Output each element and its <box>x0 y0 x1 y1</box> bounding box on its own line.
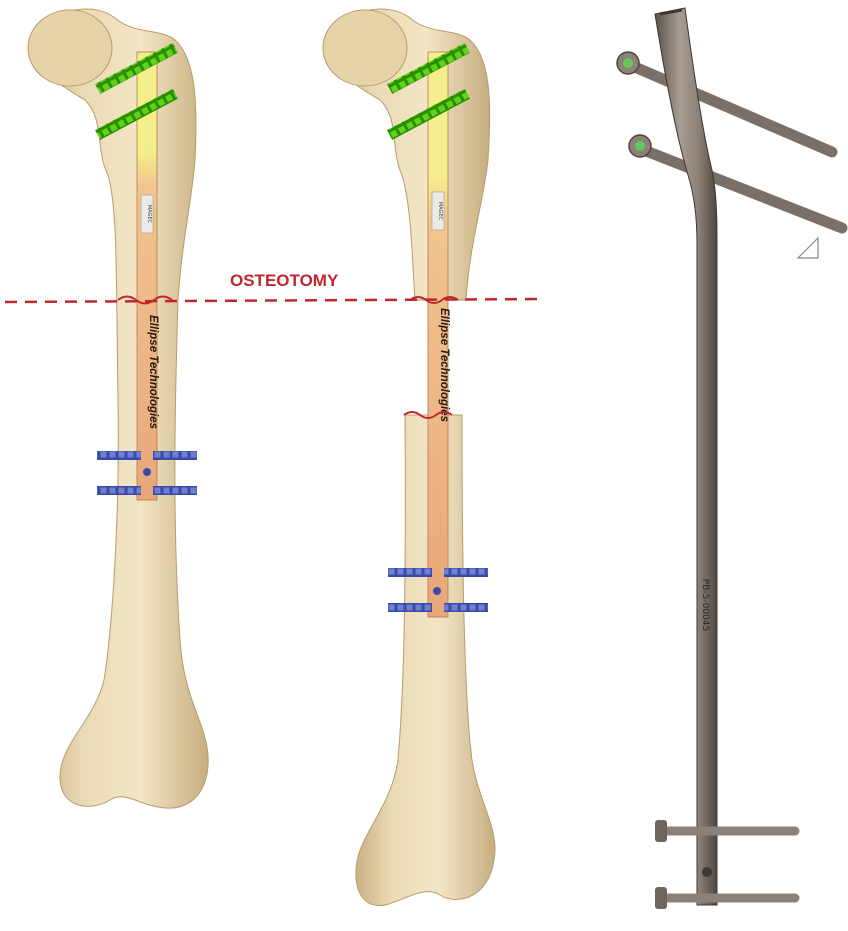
right-distal-nut <box>433 587 441 595</box>
left-femur-bone <box>38 9 208 808</box>
left-distal-screw-3 <box>97 486 141 495</box>
rod-distal-hole <box>702 867 712 877</box>
right-distal-screw-2 <box>444 568 488 577</box>
right-distal-screw-3 <box>388 603 432 612</box>
left-nail <box>137 52 157 500</box>
right-nail-tag-text: MAGEC <box>437 202 443 221</box>
osteotomy-label: OSTEOTOMY <box>230 271 339 290</box>
left-femur: MAGEC Ellipse Technologies <box>28 9 208 808</box>
right-distal-screw-1 <box>388 568 432 577</box>
left-nail-tag-text: MAGEC <box>146 205 152 224</box>
rod-proximal-screw-2-socket <box>635 141 645 151</box>
rod-distal-screw-1-head <box>655 820 667 842</box>
rod-proximal-screw-2-shaft <box>636 147 842 228</box>
right-femur-distal-bone <box>356 415 495 906</box>
metal-nail-implant: PB-5-00045 <box>617 8 842 909</box>
rod-proximal-screw-1-socket <box>623 58 633 68</box>
right-distal-screw-4 <box>444 603 488 612</box>
rod-distal-screws <box>655 820 795 909</box>
rod-body <box>655 8 717 905</box>
right-femur: MAGEC Ellipse Technologies <box>323 9 495 905</box>
rod-part-number: PB-5-00045 <box>700 579 710 631</box>
left-distal-nut <box>143 468 151 476</box>
rod-proximal-screw-1-shaft <box>630 65 832 152</box>
corner-mark-icon <box>798 238 818 258</box>
left-distal-screw-4 <box>153 486 197 495</box>
right-nail-brand-text: Ellipse Technologies <box>438 308 450 422</box>
right-femur-head <box>323 10 407 86</box>
left-distal-screw-1 <box>97 451 141 460</box>
left-distal-screw-2 <box>153 451 197 460</box>
left-femur-head <box>28 10 112 86</box>
rod-proximal-screws <box>617 52 842 228</box>
left-nail-brand-text: Ellipse Technologies <box>147 315 159 429</box>
rod-distal-screw-2-head <box>655 887 667 909</box>
